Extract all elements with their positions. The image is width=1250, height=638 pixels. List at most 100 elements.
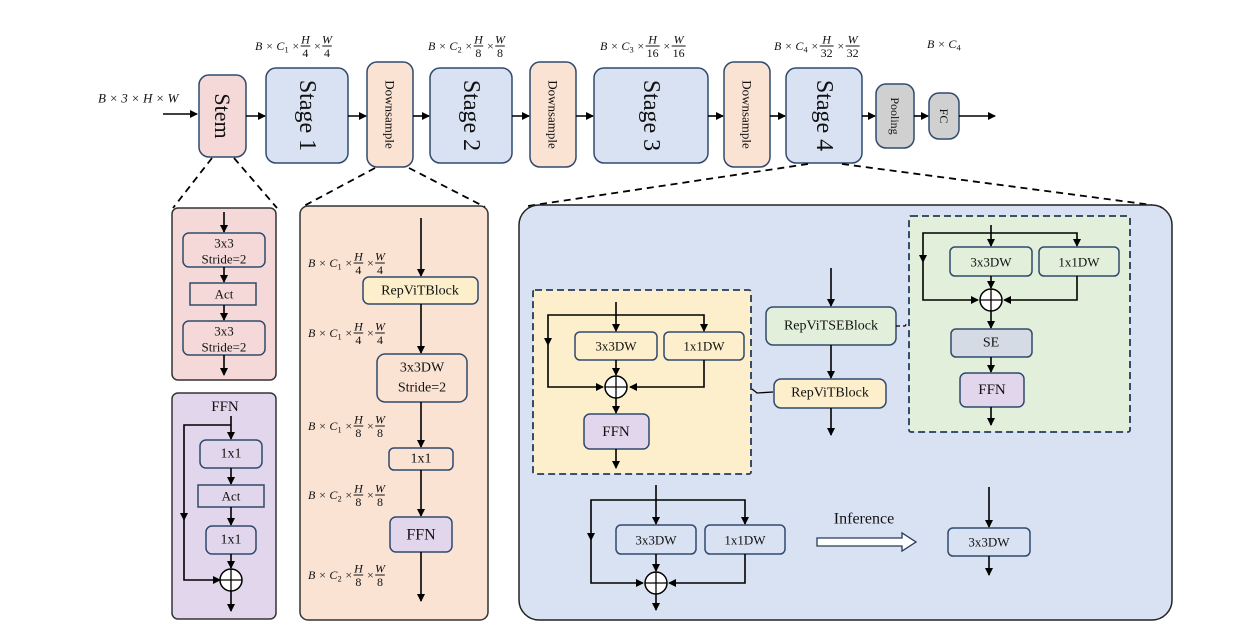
ffn-conv1-label: 1x1	[221, 447, 242, 462]
times: ×	[465, 39, 473, 53]
block-label-stage1: Stage 1	[294, 80, 320, 151]
ffn-act-label: Act	[222, 489, 241, 504]
denominator: 8	[355, 575, 361, 589]
denominator: 8	[377, 575, 383, 589]
block-label-down1: Downsample	[383, 80, 398, 149]
ds-repvit-label: RepViTBlock	[381, 284, 459, 299]
stem-conv2-stride: Stride=2	[202, 340, 247, 355]
stem-conv1-stride: Stride=2	[202, 252, 247, 267]
times: ×	[366, 256, 374, 270]
denominator: 4	[355, 333, 361, 347]
block-down3	[723, 61, 771, 168]
numerator: H	[353, 249, 364, 263]
numerator: H	[353, 412, 364, 426]
times: ×	[345, 256, 353, 270]
ds-dw-stride: Stride=2	[398, 381, 446, 396]
shape-text: B × C2	[308, 488, 342, 503]
seb-ffn-label: FFN	[978, 382, 1006, 398]
rb-skip-bottom	[547, 345, 604, 391]
rp-branch-right	[656, 499, 749, 525]
repvit-block-label: RepViTBlock	[791, 386, 869, 401]
brace-repvit	[751, 388, 774, 394]
denominator: 8	[377, 495, 383, 509]
rb-add-icon	[604, 375, 628, 399]
shape-text: B × C1	[308, 256, 342, 271]
rb-ffn-label: FFN	[602, 424, 630, 440]
seb-se-label: SE	[983, 336, 999, 351]
inference-label: Inference	[834, 511, 894, 528]
times: ×	[313, 39, 321, 53]
denominator: 32	[821, 46, 833, 60]
ds-shape-1: B × C1×H4×W4	[308, 319, 386, 347]
stem-act-label: Act	[215, 287, 234, 302]
stem-zoom-right	[233, 157, 278, 209]
block-label-pool: Pooling	[888, 97, 902, 134]
numerator: W	[375, 561, 386, 575]
se-block-label: RepViTSEBlock	[784, 319, 878, 334]
denominator: 8	[377, 426, 383, 440]
denominator: 4	[377, 263, 383, 277]
times: ×	[345, 488, 353, 502]
times: ×	[837, 39, 845, 53]
numerator: W	[495, 32, 506, 46]
denominator: 4	[355, 263, 361, 277]
numerator: H	[353, 481, 364, 495]
ffn-skip-down	[180, 424, 231, 521]
numerator: H	[821, 32, 832, 46]
ds-shape-2: B × C1×H8×W8	[308, 412, 386, 440]
stem-conv1-label: 3x3	[214, 236, 234, 251]
denominator: 4	[377, 333, 383, 347]
shape-output: B × C4	[927, 37, 961, 52]
ffn-title: FFN	[211, 399, 239, 415]
rb-dw3-label: 3x3DW	[595, 339, 637, 354]
denominator: 8	[355, 495, 361, 509]
times: ×	[366, 326, 374, 340]
shape-stage2: B × C2×H8×W8	[428, 32, 506, 60]
ffn-add-icon	[219, 568, 243, 592]
denominator: 8	[355, 426, 361, 440]
seb-branch-right	[991, 232, 1081, 247]
denominator: 16	[673, 46, 685, 60]
seb-skip-bottom	[922, 262, 979, 304]
stem-act-box	[189, 282, 257, 306]
denominator: 16	[647, 46, 659, 60]
denominator: 8	[497, 46, 503, 60]
times: ×	[366, 419, 374, 433]
rp-skip-left	[587, 499, 656, 541]
numerator: H	[300, 32, 311, 46]
ds-dw-box	[376, 353, 468, 403]
ds-ffn-label: FFN	[406, 527, 436, 544]
shape-text: B × C2	[428, 39, 462, 54]
numerator: H	[353, 561, 364, 575]
numerator: W	[375, 412, 386, 426]
shape-text: B × C4	[774, 39, 808, 54]
rp-branch-merge	[668, 554, 746, 587]
times: ×	[486, 39, 494, 53]
ds-shape-0: B × C1×H4×W4	[308, 249, 386, 277]
shape-text: B × C2	[308, 568, 342, 583]
numerator: W	[375, 319, 386, 333]
rp-fused-label: 3x3DW	[968, 535, 1010, 550]
denominator: 32	[847, 46, 859, 60]
numerator: W	[375, 481, 386, 495]
times: ×	[345, 326, 353, 340]
shape-text: B × C1	[308, 326, 342, 341]
numerator: W	[375, 249, 386, 263]
times: ×	[366, 488, 374, 502]
stem-zoom-left	[172, 157, 213, 209]
seb-dw3-label: 3x3DW	[970, 255, 1012, 270]
numerator: W	[674, 32, 685, 46]
seb-dw1-box	[1038, 246, 1120, 277]
block-label-stage4: Stage 4	[811, 80, 837, 151]
brace-se	[896, 321, 909, 327]
block-label-stem: Stem	[210, 93, 235, 138]
shape-text: B × C1	[255, 39, 289, 54]
down-zoom-right	[408, 167, 486, 208]
block-label-down2: Downsample	[546, 80, 561, 149]
ds-pw-label: 1x1	[411, 452, 432, 467]
times: ×	[345, 419, 353, 433]
times: ×	[663, 39, 671, 53]
shape-text: B × C1	[308, 419, 342, 434]
shape-stage3: B × C3×H16×W16	[600, 32, 686, 60]
